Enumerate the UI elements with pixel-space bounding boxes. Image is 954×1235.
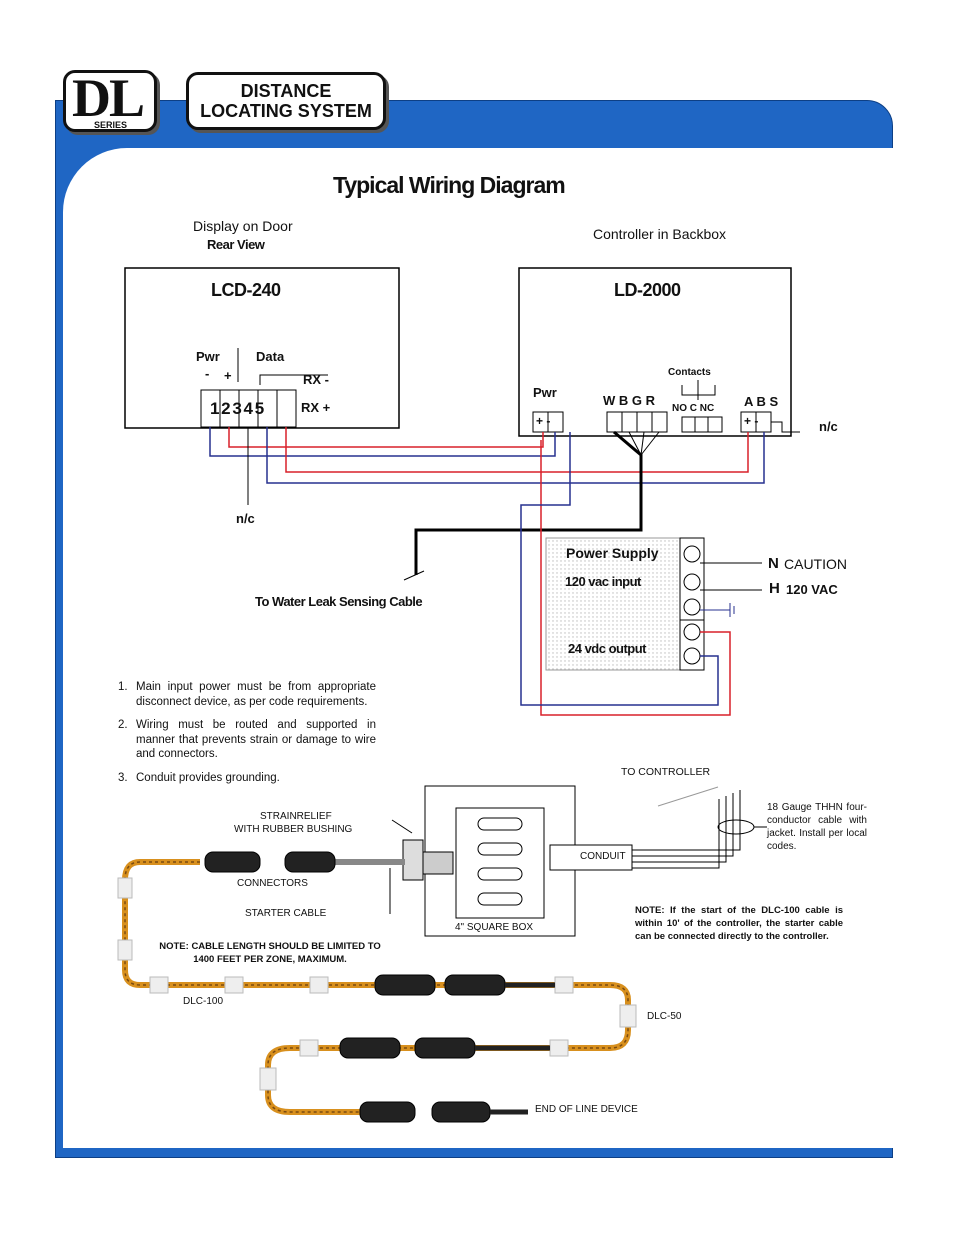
data-bracket <box>259 374 328 385</box>
dlc50-label: DLC-50 <box>647 1011 682 1022</box>
rx-minus-label: RX - <box>303 372 329 387</box>
lcd-data-label: Data <box>256 349 285 364</box>
logo-series: SERIES <box>94 120 128 130</box>
power-supply-box <box>545 537 705 671</box>
lcd-pwr-label: Pwr <box>196 349 220 364</box>
note-2: 2.Wiring must be routed and supported in… <box>118 719 376 760</box>
dl-series-logo: DL SERIES <box>63 68 157 132</box>
leak-cable-wire <box>414 430 643 575</box>
strainrelief-label: STRAINRELIEF <box>260 811 332 822</box>
wire-red-24v <box>540 440 731 716</box>
lcd-plus-label: + <box>224 368 232 383</box>
ld-contacts-terminals <box>681 416 723 433</box>
lcd-terminal-block <box>200 389 297 428</box>
note-3: 3.Conduit provides grounding. <box>118 771 280 784</box>
diagram-title: Typical Wiring Diagram <box>333 172 566 198</box>
starter-cable-label: STARTER CABLE <box>245 908 327 919</box>
bushing-label: WITH RUBBER BUSHING <box>234 824 353 835</box>
square-box-label: 4" SQUARE BOX <box>455 922 534 933</box>
ps-output-label: 24 vdc output <box>568 641 647 656</box>
start-note: NOTE: If the start of the DLC-100 cable … <box>635 905 843 942</box>
display-subheading: Rear View <box>207 237 265 252</box>
controller-heading: Controller in Backbox <box>593 226 727 242</box>
ld-nc-label: n/c <box>819 419 838 434</box>
logo-letters: DL <box>72 68 145 128</box>
wire-blue-24v <box>520 432 719 706</box>
wire-rx-minus <box>266 427 765 484</box>
ld-abs-terms: + - <box>744 414 759 428</box>
ld-pwr-terms: + - <box>536 414 551 428</box>
lcd-minus-label: - <box>205 366 210 381</box>
note-1: 1.Main input power must be from appropri… <box>118 681 376 708</box>
wire-blue-pwr <box>209 427 556 457</box>
length-note: NOTE: CABLE LENGTH SHOULD BE LIMITED TO … <box>159 941 381 965</box>
lcd-terminal-numbers: 1 2 3 4 5 <box>210 399 264 418</box>
gauge-note: 18 Gauge THHN four-conductor cable with … <box>767 802 867 852</box>
conduit-label: CONDUIT <box>580 851 626 862</box>
leak-cable-label: To Water Leak Sensing Cable <box>255 594 423 609</box>
wire-red-pwr <box>228 427 544 448</box>
ps-input-label: 120 vac input <box>565 574 641 589</box>
caution-label: CAUTION <box>784 556 847 572</box>
neutral-label: N <box>768 555 779 572</box>
wire-rx-plus <box>285 427 749 473</box>
ld-abs-label: A B S <box>744 394 779 409</box>
connectors-label: CONNECTORS <box>237 878 308 889</box>
hot-label: H <box>769 580 780 597</box>
power-supply-title: Power Supply <box>566 545 659 561</box>
ld2000-box <box>518 267 792 437</box>
strainrelief <box>402 839 424 881</box>
ld-wbgr-label: W B G R <box>603 393 655 408</box>
ld2000-label: LD-2000 <box>614 280 681 300</box>
system-title-box: DISTANCE LOCATING SYSTEM <box>186 72 386 130</box>
lcd-nc-label: n/c <box>236 511 255 526</box>
contacts-label: Contacts <box>668 367 711 378</box>
ld-pwr-label: Pwr <box>533 385 557 400</box>
no-c-nc-label: NO C NC <box>672 403 715 414</box>
to-controller-label: TO CONTROLLER <box>621 766 711 778</box>
notes-list: 1.Main input power must be from appropri… <box>118 680 376 794</box>
vac-label: 120 VAC <box>786 582 838 597</box>
dlc100-label: DLC-100 <box>183 996 224 1007</box>
lcd240-label: LCD-240 <box>211 280 281 300</box>
eol-label: END OF LINE DEVICE <box>535 1104 638 1115</box>
system-title-line1: DISTANCE <box>240 81 332 101</box>
rx-plus-label: RX + <box>301 400 331 415</box>
system-title-line2: LOCATING SYSTEM <box>200 101 372 121</box>
display-heading: Display on Door <box>193 218 293 234</box>
conduit <box>549 844 633 871</box>
